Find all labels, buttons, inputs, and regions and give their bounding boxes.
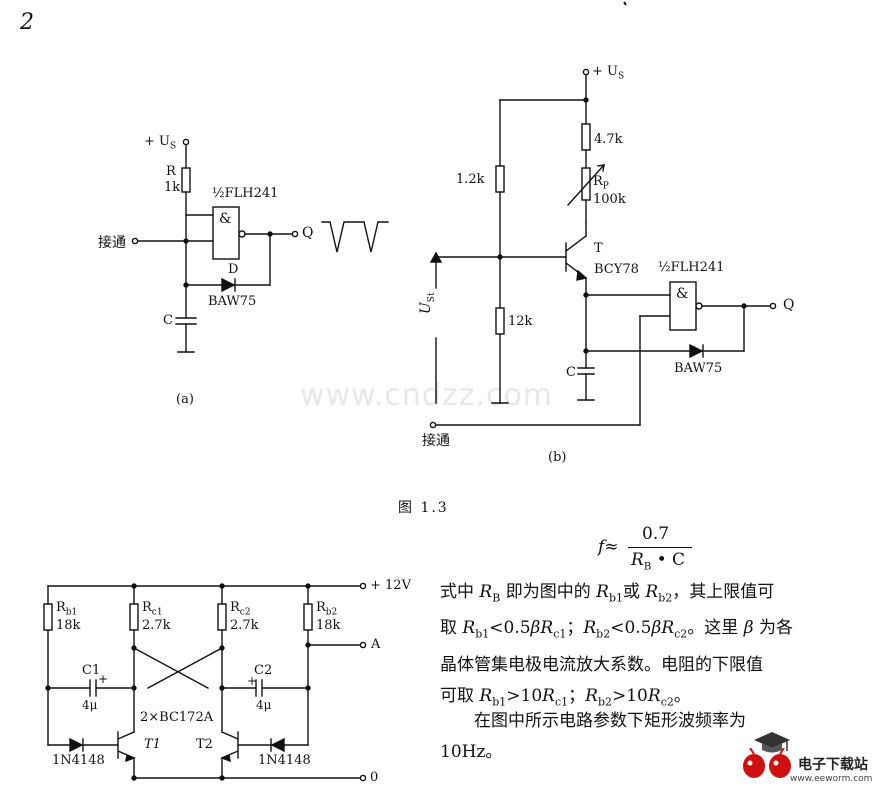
circuit-a-wiring [131,138,389,353]
capacitor-c2-name: C2 [254,663,273,678]
formula-fraction-bar [628,547,692,548]
site-logo: 电子下载站 www.eeworm.com [740,730,890,788]
diode-d-type: BAW75 [208,294,257,309]
bug-mascot-icon [743,748,791,778]
output-label-b: Q [783,297,795,313]
logo-brand: 电子下载站 [798,757,868,773]
formula-denominator: RB • C [631,550,686,573]
capacitor-c2-plus: + [247,674,258,688]
resistor-rb2-value: 18k [316,618,341,633]
frequency-formula: f≈ 0.7 RB • C [598,524,718,572]
resistor-rc1-value: 2.7k [142,618,171,633]
diode-left-type: 1N4148 [52,753,105,768]
resistor-rb2-name: Rb2 [316,600,338,618]
para1-line3: 晶体管集电极电流放大系数。电阻的下限值 [440,654,763,675]
input-voltage-ust: USt [418,292,437,314]
resistor-1.2k: 1.2k [456,172,485,187]
supply-label-c: + 12V [370,578,411,593]
resistor-r-name: R [166,164,176,179]
gate-name-b: ½FLH241 [658,260,725,275]
output-label-a: Q [302,225,314,241]
capacitor-a: C [163,313,173,328]
output-a: A [371,637,381,652]
formula-lhs: f≈ [598,537,619,557]
logo-url: www.eeworm.com [790,774,873,784]
graduation-cap-icon [754,732,790,753]
resistor-rc2-value: 2.7k [230,618,259,633]
arrow-up-icon [429,251,443,263]
figure-b-label: (b) [548,450,567,465]
ground-label: 0 [370,770,379,785]
figure-caption: 图 1.3 [398,500,449,516]
resistor-rc2-name: Rc2 [230,600,251,618]
resistor-12k: 12k [508,314,533,329]
transistor-t-type: BCY78 [594,262,639,277]
figure-a-label: (a) [176,392,194,407]
page-number: 2 [20,10,34,35]
capacitor-c1-value: 4μ [82,698,98,712]
diode-baw75-b-type: BAW75 [674,361,723,376]
paragraph-1: 式中 RB 即为图中的 Rb1或 Rb2，其上限值可 取 Rb1<0.5βRc1… [440,577,852,717]
resistor-rp-name: RP [593,174,609,192]
input-label-a: 接通 [98,235,126,251]
formula-numerator: 0.7 [642,524,670,544]
transistor-t1: T1 [144,737,161,752]
diode-baw75-b-icon [689,343,704,359]
gate-symbol-a: & [219,211,232,227]
circuit-b-wiring [429,68,777,429]
resistor-4.7k: 4.7k [594,132,623,147]
supply-label-a: + US [144,134,177,152]
diode-right-type: 1N4148 [258,753,311,768]
resistor-rc1-name: Rc1 [142,600,163,618]
diode-1n4148-left-icon [69,737,84,753]
transistor-t-name: T [594,241,603,256]
gate-symbol-b: & [676,286,689,302]
para1-line1: 式中 RB 即为图中的 Rb1或 Rb2，其上限值可 [440,582,775,605]
resistor-rb1-value: 18k [56,618,81,633]
gate-name-a: ½FLH241 [212,186,279,201]
diode-1n4148-right-icon [270,737,285,753]
supply-label-b: + US [592,64,625,82]
para1-line4: 可取 Rb1>10Rc1；Rb2>10Rc2。 [440,685,691,709]
diode-d-name: D [228,262,239,277]
para1-line2: 取 Rb1<0.5βRc1；Rb2<0.5βRc2。这里 β 为各 [440,618,793,641]
diode-d-icon [221,277,236,293]
capacitor-c1-plus: + [98,672,109,686]
resistor-rp-value: 100k [593,192,626,207]
capacitor-b: C [566,365,576,380]
capacitor-c2-value: 4μ [256,698,272,712]
watermark: www.cndzz.com [300,378,554,413]
resistor-r-value: 1k [164,180,181,195]
input-label-b: 接通 [422,433,450,449]
resistor-rb1-name: Rb1 [56,600,78,618]
capacitor-c1-name: C1 [82,663,101,678]
para2-line2: 10Hz。 [440,742,503,762]
paragraph-2: 在图中所示电路参数下矩形波频率为 10Hz。 [440,706,746,768]
transistor-type-c: 2×BC172A [140,710,214,725]
transistor-t2: T2 [196,737,213,752]
para2-line1: 在图中所示电路参数下矩形波频率为 [474,711,746,731]
